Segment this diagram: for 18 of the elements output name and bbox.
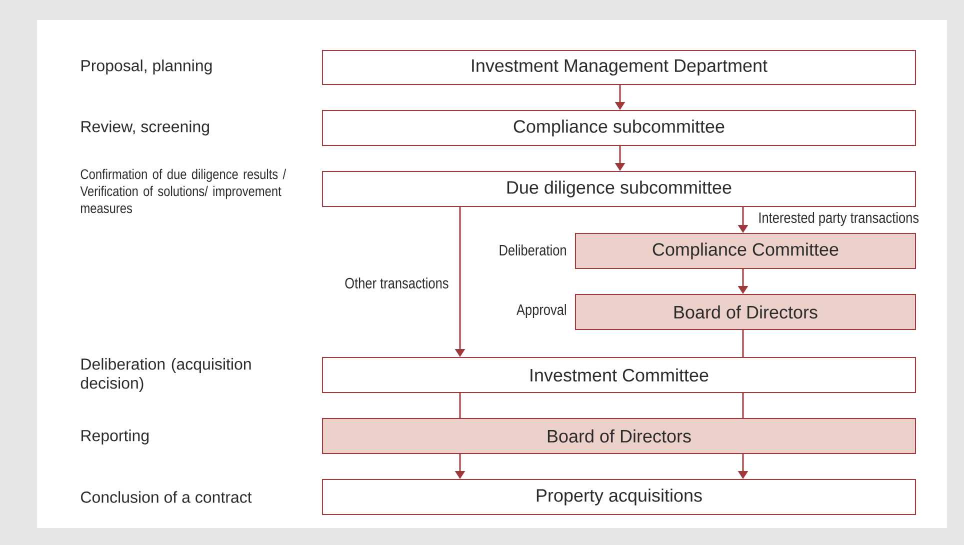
process-box: Property acquisitions (322, 479, 916, 515)
stage-label: Deliberation (acquisition decision) (80, 358, 251, 392)
process-box: Investment Management Department (322, 50, 916, 85)
edge-label: Interested party transactions (757, 211, 920, 227)
edge-label: Other transactions (344, 276, 450, 290)
process-box: Board of Directors (575, 294, 916, 330)
step-label: Deliberation (500, 244, 566, 256)
process-box: Compliance subcommittee (322, 110, 916, 146)
stage-label: Conclusion of a contract (81, 491, 252, 503)
process-box: Due diligence subcommittee (322, 171, 916, 207)
stage-label: Proposal, planning (82, 60, 212, 74)
stage-label: Review, screening (82, 120, 209, 136)
process-box: Compliance Committee (575, 233, 916, 269)
step-label: Approval (516, 304, 566, 318)
process-box: Board of Directors (322, 418, 916, 454)
stage-label: Confirmation of due diligence results / Verification of solutions/ improvement measures (80, 168, 286, 214)
stage-label: Reporting (82, 430, 149, 444)
process-box: Investment Committee (322, 357, 916, 393)
